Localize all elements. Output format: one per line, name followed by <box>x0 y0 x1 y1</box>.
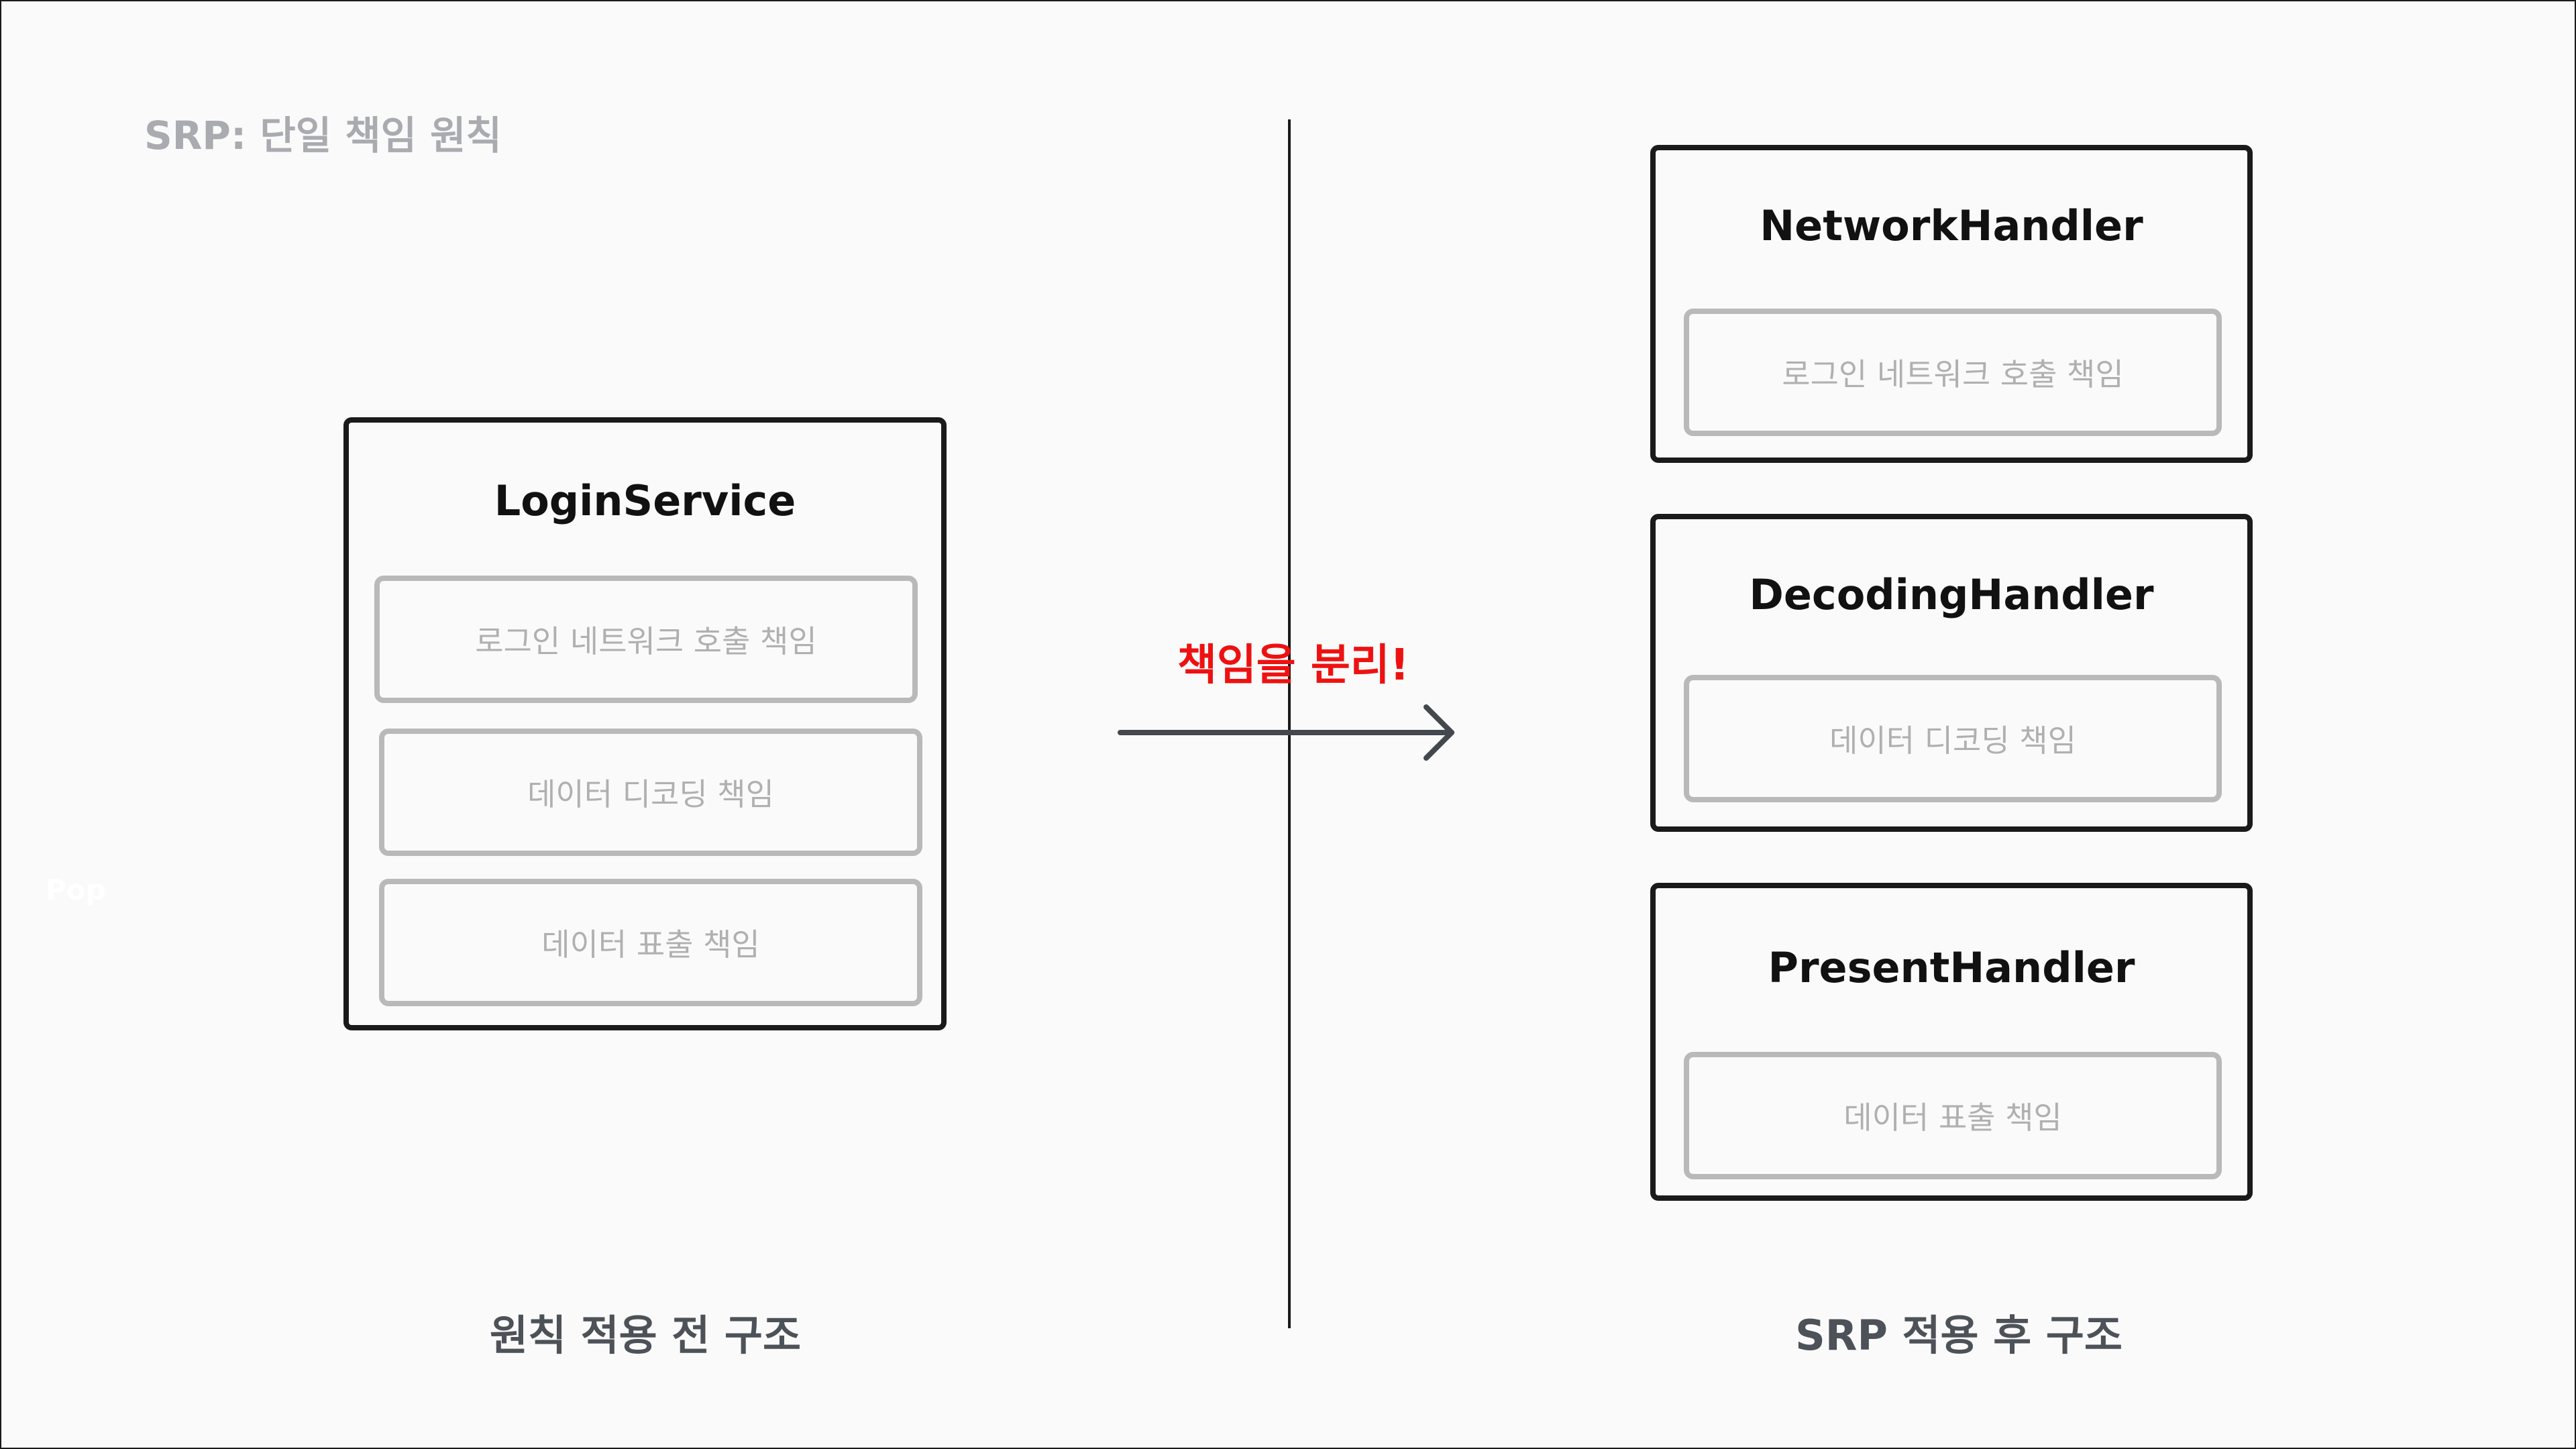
network-handler-box: NetworkHandler 로그인 네트워크 호출 책임 <box>1650 145 2253 463</box>
page-title: SRP: 단일 책임 원칙 <box>144 113 502 158</box>
decoding-handler-box: DecodingHandler 데이터 디코딩 책임 <box>1650 514 2253 832</box>
after-caption: SRP 적용 후 구조 <box>1795 1311 2123 1360</box>
right-arrow-icon <box>1118 704 1454 761</box>
ghost-text: Pop <box>46 873 106 906</box>
decoding-handler-title: DecodingHandler <box>1749 570 2154 619</box>
present-handler-responsibility: 데이터 표출 책임 <box>1684 1052 2222 1179</box>
arrow-label: 책임을 분리! <box>1177 641 1409 690</box>
network-handler-responsibility: 로그인 네트워크 호출 책임 <box>1684 309 2222 436</box>
login-service-box: LoginService 로그인 네트워크 호출 책임 데이터 디코딩 책임 데… <box>343 417 947 1030</box>
login-service-title: LoginService <box>494 476 796 525</box>
present-handler-title: PresentHandler <box>1768 943 2135 992</box>
login-responsibility-network: 로그인 네트워크 호출 책임 <box>374 576 918 703</box>
present-handler-box: PresentHandler 데이터 표출 책임 <box>1650 883 2253 1201</box>
before-caption: 원칙 적용 전 구조 <box>489 1311 802 1360</box>
network-handler-title: NetworkHandler <box>1760 201 2143 250</box>
decoding-handler-responsibility: 데이터 디코딩 책임 <box>1684 675 2222 802</box>
center-divider <box>1288 119 1291 1328</box>
login-responsibility-decoding: 데이터 디코딩 책임 <box>379 729 922 856</box>
login-responsibility-present: 데이터 표출 책임 <box>379 879 922 1006</box>
